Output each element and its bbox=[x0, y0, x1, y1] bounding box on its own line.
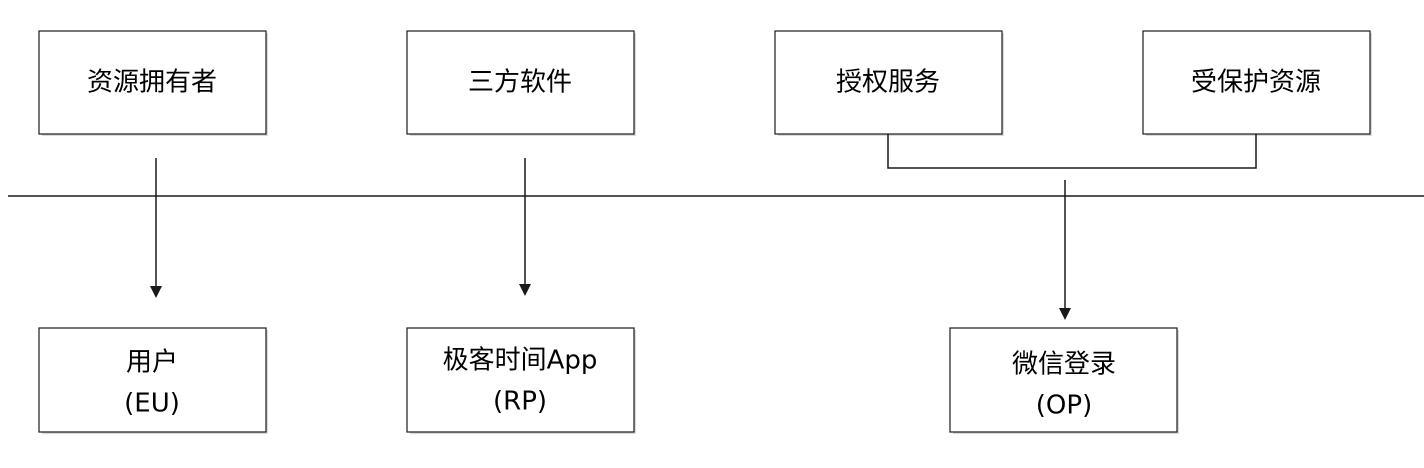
node-label: 受保护资源 bbox=[1191, 68, 1321, 98]
node-label: 资源拥有者 bbox=[87, 68, 217, 98]
node-user: 用户 (EU) bbox=[38, 327, 268, 434]
node-resource-owner: 资源拥有者 bbox=[38, 30, 268, 136]
node-sublabel: (OP) bbox=[1036, 391, 1092, 421]
node-authorization-service: 授权服务 bbox=[774, 30, 1004, 136]
node-protected-resource: 受保护资源 bbox=[1142, 30, 1372, 136]
node-third-party-software: 三方软件 bbox=[406, 30, 636, 136]
node-label: 三方软件 bbox=[468, 68, 572, 98]
node-sublabel: (EU) bbox=[124, 389, 180, 419]
node-geek-time-app: 极客时间App (RP) bbox=[406, 327, 636, 434]
node-sublabel: (RP) bbox=[493, 387, 547, 417]
node-label: 极客时间App bbox=[443, 346, 598, 376]
node-label: 授权服务 bbox=[836, 68, 940, 98]
node-label: 用户 bbox=[126, 348, 178, 378]
node-label: 微信登录 bbox=[1012, 350, 1116, 380]
node-wechat-login: 微信登录 (OP) bbox=[949, 327, 1179, 434]
merge-connector bbox=[887, 134, 1257, 169]
